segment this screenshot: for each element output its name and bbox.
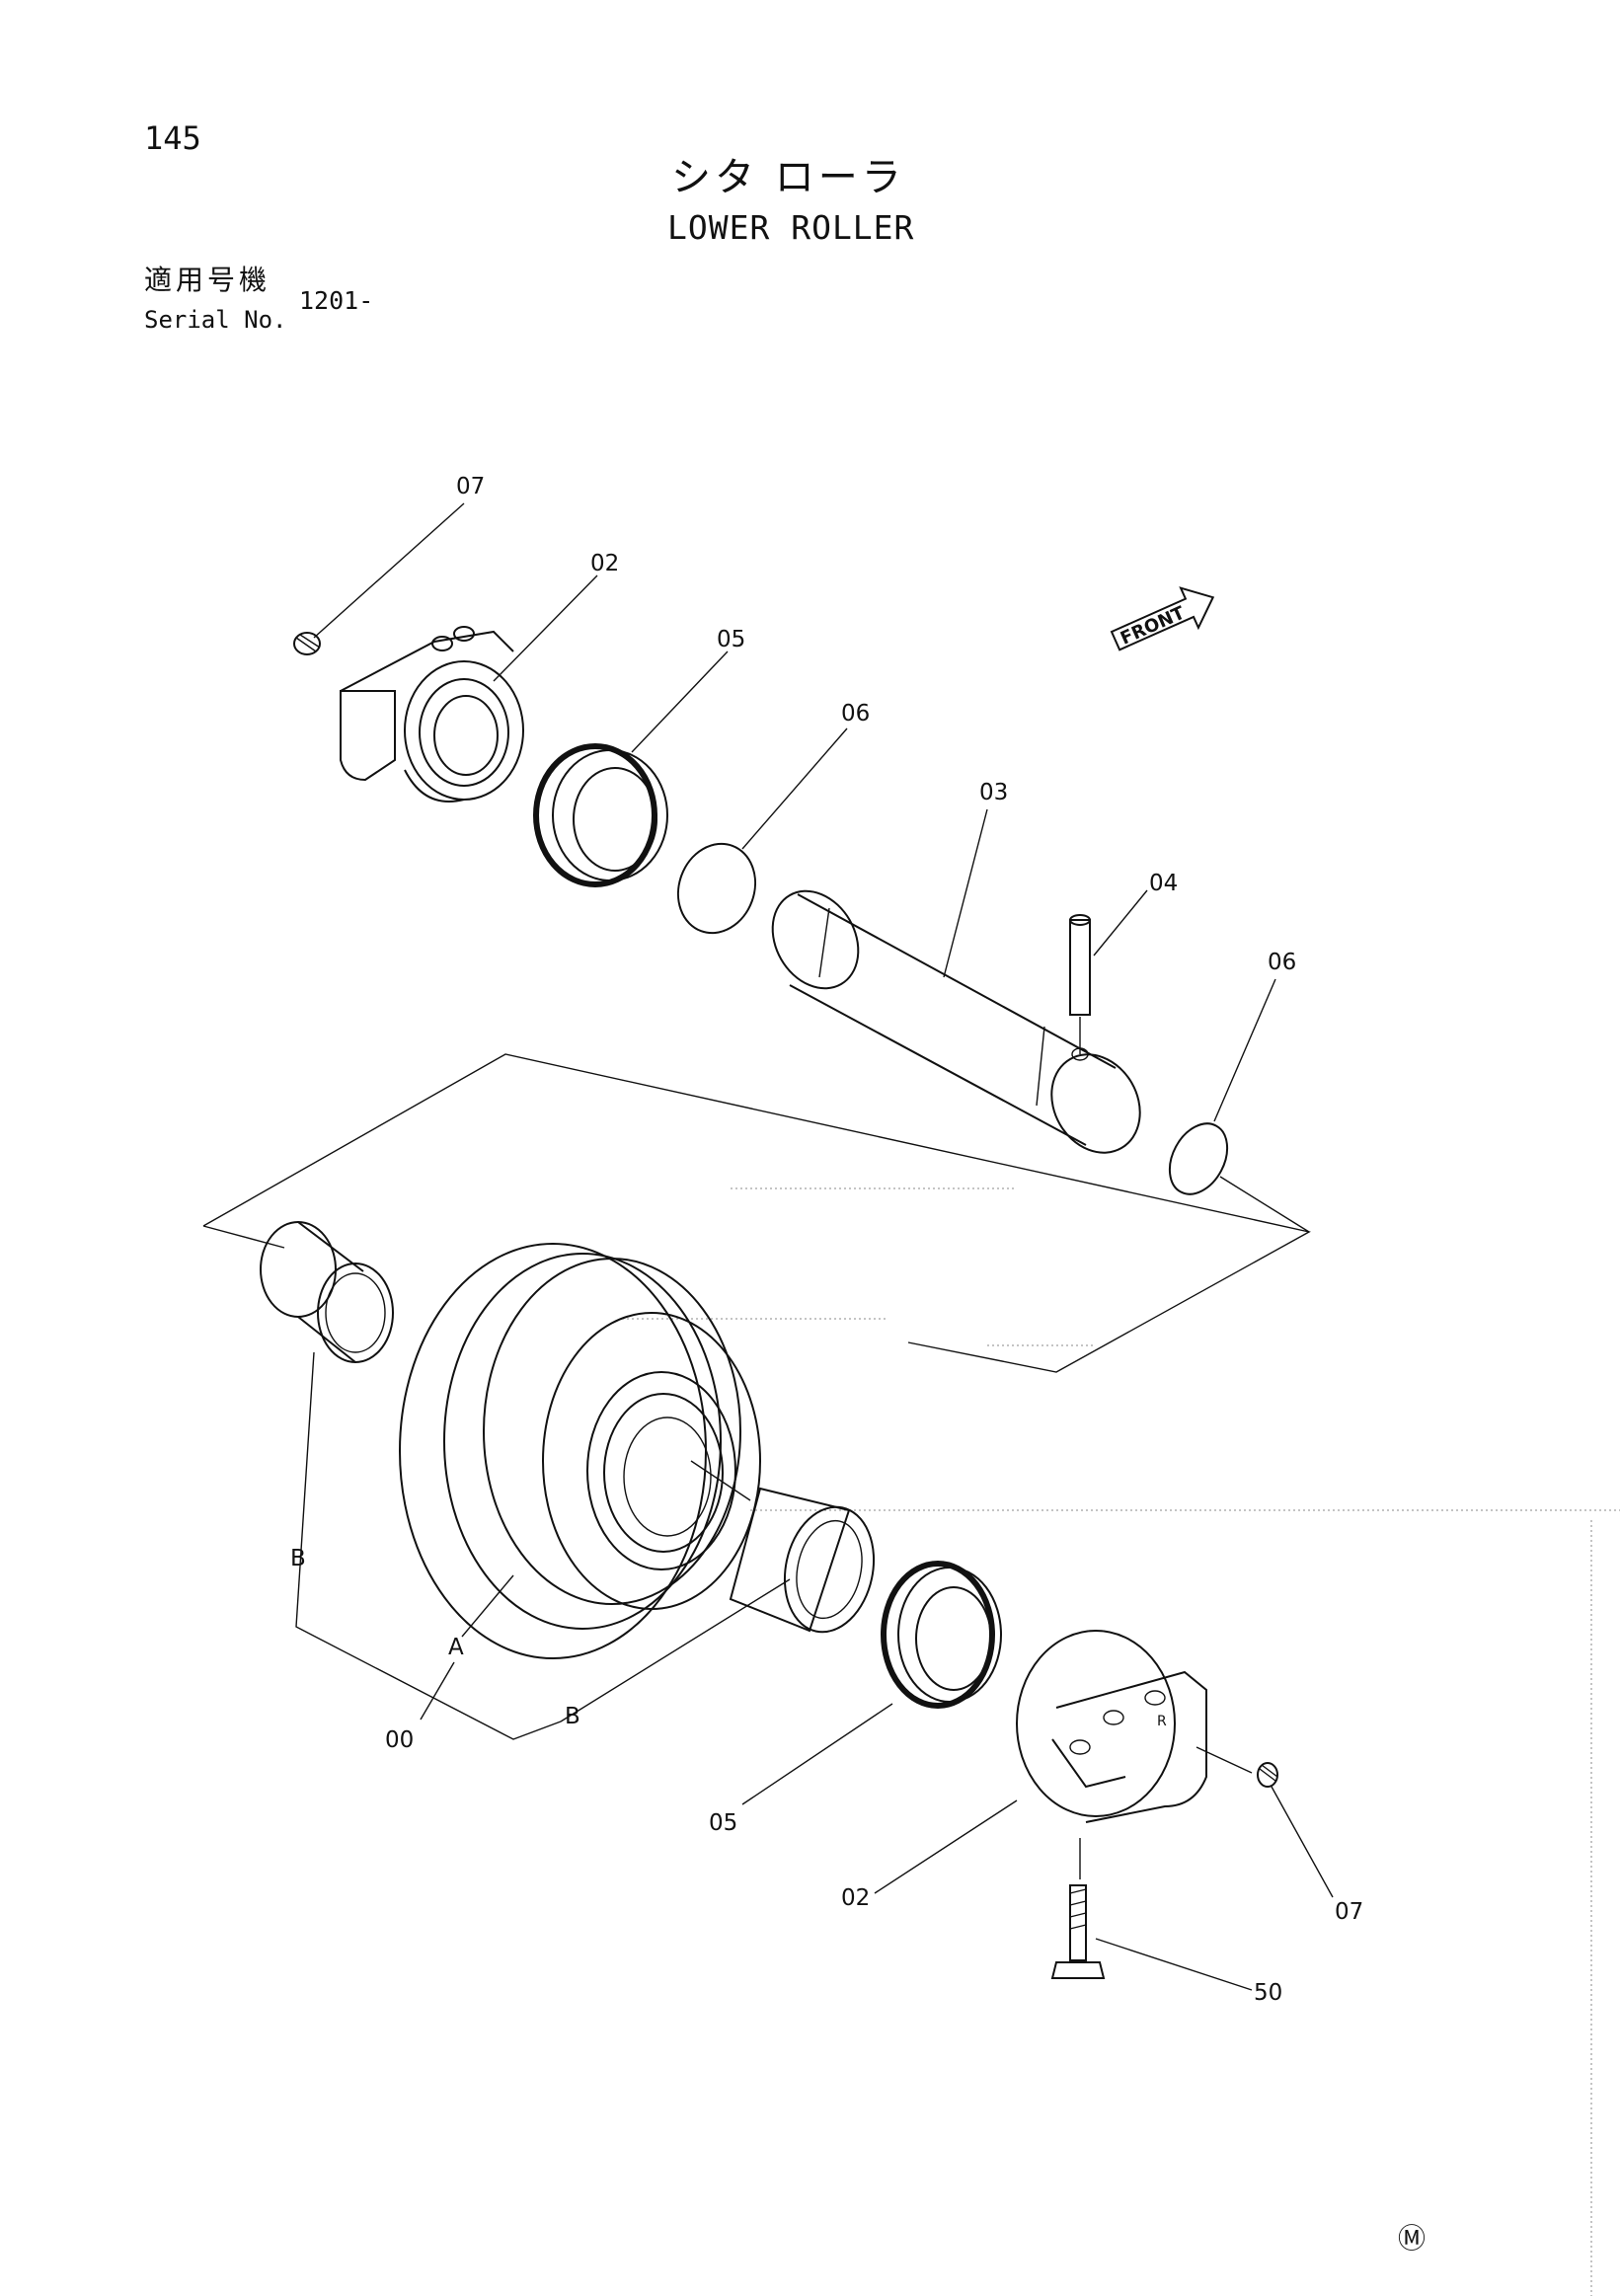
svg-text:R: R [1157,1714,1167,1729]
bracket-b [295,1351,791,1740]
leader-07-bottom [1196,1746,1253,1774]
assembly-frame [202,1053,1311,1373]
page-number: 145 [144,119,201,157]
leader-03 [943,808,988,978]
leader-00 [420,1661,455,1721]
part-02-collar-bottom: R [1016,1630,1207,1823]
callout-b-bottom: B [565,1704,580,1729]
leader-50 [1095,1938,1253,1991]
part-00-roller [399,1243,761,1659]
leader-07-top [313,502,465,639]
front-label: FRONT [1118,602,1189,649]
part-bushing-left [260,1221,394,1363]
part-07-plug-top [293,632,321,655]
leader-06-top [741,727,848,850]
title-japanese: シタ ローラ [671,155,905,200]
callout-03: 03 [979,780,1008,805]
callout-b-left: B [290,1546,306,1571]
title-english: LOWER ROLLER [667,208,915,247]
serial-label-japanese: 適用号機 [144,264,271,296]
leader-06-right [1213,978,1276,1122]
callout-06-top: 06 [841,701,870,727]
callout-06-right: 06 [1268,950,1296,975]
callout-00: 00 [385,1727,414,1753]
callout-50: 50 [1254,1980,1282,2006]
part-04-pin [1069,914,1091,1054]
part-50-bolt [1050,1838,1106,1979]
leader-02-bottom [874,1799,1018,1894]
leader-05-top [631,651,729,753]
part-07-plug-bottom [1257,1762,1278,1788]
callout-02-bottom: 02 [841,1885,870,1911]
part-06-oring-top [676,842,757,935]
part-03-shaft [771,889,1141,1154]
callout-04: 04 [1149,871,1178,896]
serial-number-value: 1201- [299,286,374,315]
callout-05-bottom: 05 [709,1810,737,1836]
footer-mark: Ⓜ [1398,2222,1427,2255]
front-arrow-icon: FRONT [1110,586,1215,651]
leader-a [461,1574,514,1638]
callout-05-top: 05 [717,627,745,652]
part-05-seal-top [533,743,668,887]
part-02-collar-top [340,626,524,803]
callout-07-top: 07 [456,474,485,499]
callout-07-bottom: 07 [1335,1899,1363,1925]
leader-07-bottom-label [1271,1786,1334,1898]
part-bushing-right [729,1487,876,1634]
part-06-oring-right [1168,1122,1229,1195]
part-05-seal-bottom [881,1561,1002,1709]
leader-04 [1093,889,1148,957]
callout-a: A [448,1635,464,1660]
callout-02-top: 02 [590,551,619,576]
leader-02-top [493,574,598,682]
leader-05-bottom [741,1703,893,1805]
serial-label-english: Serial No. [144,306,287,334]
